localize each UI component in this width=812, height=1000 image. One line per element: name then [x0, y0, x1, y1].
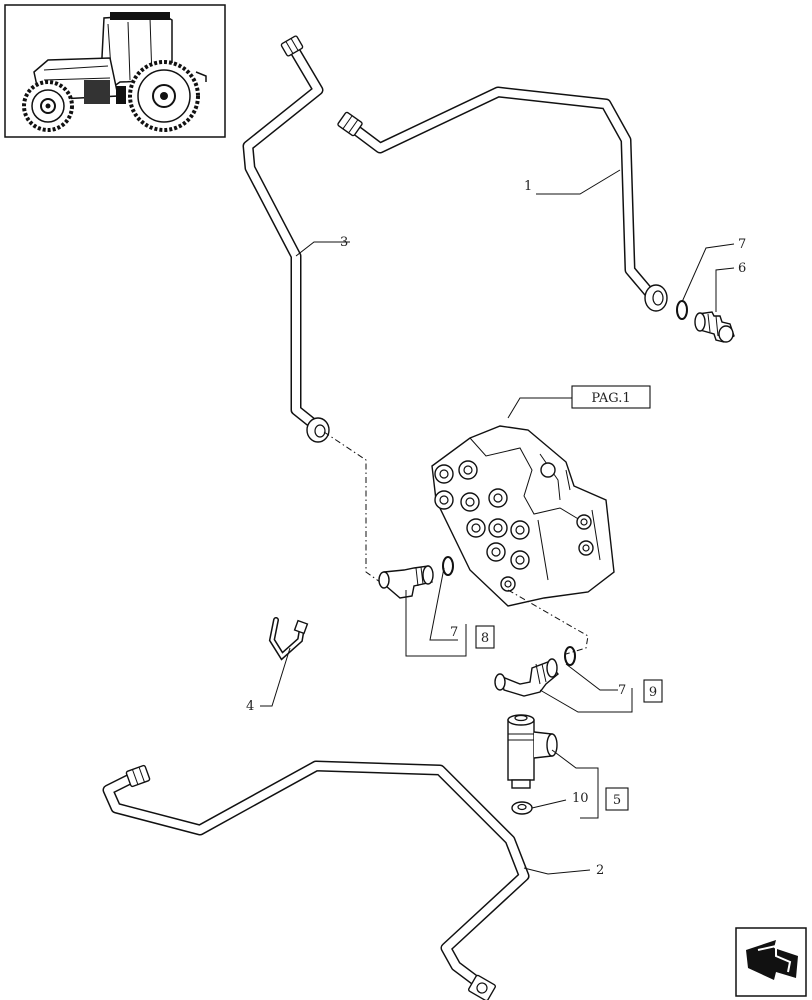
leader-3	[295, 241, 350, 257]
label-1: 1	[524, 179, 532, 194]
leader-6	[715, 267, 735, 312]
leader-10	[531, 799, 567, 809]
label-6: 6	[738, 261, 746, 276]
leader-8	[405, 590, 467, 657]
label-10: 10	[572, 791, 589, 806]
label-7-low: 7	[618, 683, 626, 698]
pipe-2[interactable]	[102, 760, 530, 1000]
navigation-arrow-icon[interactable]	[735, 927, 807, 997]
box-5	[605, 787, 629, 811]
label-7-mid: 7	[450, 625, 458, 640]
tee-fitting-5[interactable]	[507, 714, 558, 789]
leader-9	[539, 688, 633, 713]
label-2: 2	[596, 863, 604, 878]
pipe-3[interactable]	[242, 35, 330, 443]
leader-7-low	[565, 663, 618, 691]
label-5: 5	[613, 793, 621, 808]
box-9	[643, 679, 663, 703]
washer-10[interactable]	[511, 801, 533, 815]
connection-line-valve	[507, 589, 589, 655]
elbow-fitting-9[interactable]	[494, 658, 559, 697]
page-reference-label: PAG.1	[591, 391, 630, 406]
leader-7-top	[681, 243, 735, 303]
leader-2	[523, 867, 591, 875]
leader-5	[551, 749, 599, 819]
leader-7-mid	[429, 567, 458, 641]
label-3: 3	[340, 235, 348, 250]
leader-4	[260, 647, 291, 707]
tractor-thumbnail[interactable]	[4, 4, 226, 138]
label-4: 4	[246, 699, 254, 714]
label-7-top: 7	[738, 237, 746, 252]
elbow-fitting-8[interactable]	[378, 565, 434, 599]
label-8: 8	[481, 631, 489, 646]
connection-line-pipe-3	[323, 431, 381, 583]
control-valve-block[interactable]	[431, 425, 615, 607]
leader-1	[536, 169, 621, 195]
page-reference[interactable]: PAG.1	[507, 385, 651, 419]
connector-6[interactable]	[694, 311, 735, 343]
pipe-1[interactable]	[337, 86, 668, 312]
box-8	[475, 625, 495, 649]
label-9: 9	[649, 685, 657, 700]
clamp-4[interactable]	[268, 617, 309, 661]
o-ring-7-mid[interactable]	[442, 556, 454, 576]
o-ring-7-low[interactable]	[564, 646, 576, 666]
o-ring-7-top[interactable]	[676, 300, 688, 320]
